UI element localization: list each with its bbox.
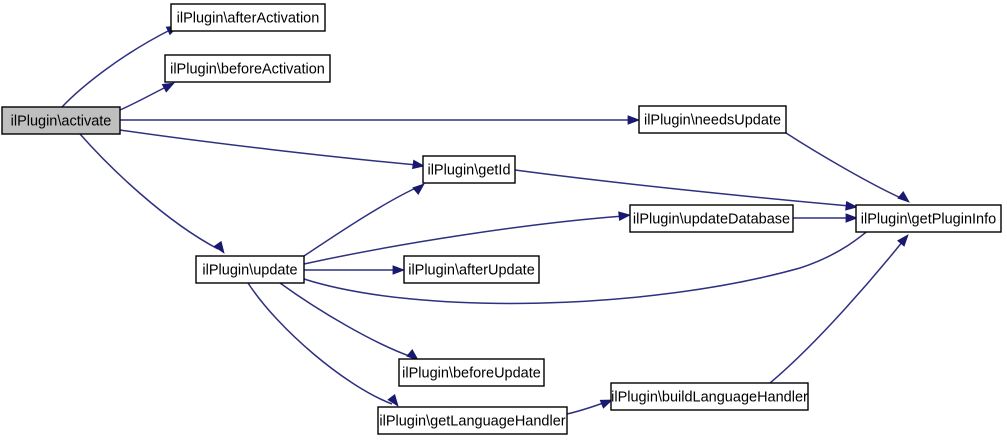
node-box[interactable]	[629, 204, 794, 233]
node-box[interactable]	[170, 3, 326, 32]
node-update[interactable]: ilPlugin\update	[195, 255, 305, 284]
node-label: ilPlugin\getLanguageHandler	[379, 413, 565, 429]
node-box[interactable]	[855, 204, 1002, 233]
arrowhead-icon	[627, 115, 641, 125]
node-beforeActivation[interactable]: ilPlugin\beforeActivation	[164, 54, 331, 83]
node-activate[interactable]: ilPlugin\activate	[1, 106, 121, 135]
arrowhead-icon	[412, 159, 426, 170]
node-afterActivation[interactable]: ilPlugin\afterActivation	[170, 3, 326, 32]
node-label: ilPlugin\needsUpdate	[644, 112, 781, 128]
arrowhead-icon	[213, 240, 225, 254]
edge-activate-to-beforeActivation	[119, 82, 175, 111]
edge-line	[279, 282, 413, 358]
node-label: ilPlugin\getPluginInfo	[861, 211, 996, 227]
node-box[interactable]	[164, 54, 331, 83]
edge-line	[119, 129, 418, 166]
edge-update-to-getId	[303, 183, 425, 257]
arrowhead-icon	[897, 234, 909, 247]
edge-line	[61, 28, 173, 108]
edge-line	[247, 282, 393, 405]
node-box[interactable]	[403, 255, 540, 284]
edge-update-to-afterUpdate	[304, 265, 406, 275]
edge-activate-to-update	[79, 133, 225, 254]
arrowhead-icon	[412, 183, 425, 195]
edge-update-to-beforeUpdate	[279, 282, 419, 361]
edge-line	[514, 169, 851, 207]
edge-line	[303, 215, 625, 265]
edge-line	[303, 223, 877, 305]
node-label: ilPlugin\update	[202, 262, 297, 278]
edge-updateDatabase-to-getPluginInfo	[793, 213, 859, 223]
node-box[interactable]	[638, 105, 787, 134]
nodes-layer: ilPlugin\activate ilPlugin\afterActivatio…	[1, 3, 1002, 435]
node-box[interactable]	[1, 106, 121, 135]
edge-getLanguageHandler-to-buildLanguageHandler	[566, 399, 614, 415]
edge-line	[119, 85, 169, 111]
node-needsUpdate[interactable]: ilPlugin\needsUpdate	[638, 105, 787, 134]
node-label: ilPlugin\getId	[427, 162, 510, 178]
node-getId[interactable]: ilPlugin\getId	[422, 155, 516, 184]
node-getPluginInfo[interactable]: ilPlugin\getPluginInfo	[855, 204, 1002, 233]
edge-buildLanguageHandler-to-getPluginInfo	[769, 234, 909, 384]
arrowhead-icon	[845, 213, 859, 223]
edge-line	[566, 401, 607, 415]
edges-layer	[61, 25, 910, 415]
edge-update-to-updateDatabase	[303, 211, 632, 265]
node-label: ilPlugin\activate	[11, 113, 112, 129]
node-label: ilPlugin\afterUpdate	[408, 262, 535, 278]
edge-line	[303, 186, 419, 257]
edge-getId-to-getPluginInfo	[514, 169, 859, 211]
arrowhead-icon	[406, 349, 419, 361]
node-afterUpdate[interactable]: ilPlugin\afterUpdate	[403, 255, 540, 284]
node-beforeUpdate[interactable]: ilPlugin\beforeUpdate	[398, 358, 545, 387]
edge-line	[785, 132, 904, 200]
edge-update-to-getPluginInfo	[303, 218, 883, 305]
node-label: ilPlugin\updateDatabase	[633, 211, 790, 227]
edge-activate-to-afterActivation	[61, 25, 180, 108]
node-label: ilPlugin\beforeUpdate	[402, 365, 541, 381]
node-label: ilPlugin\beforeActivation	[170, 61, 325, 77]
node-label: ilPlugin\afterActivation	[177, 10, 320, 26]
arrowhead-icon	[392, 265, 406, 275]
arrowhead-icon	[161, 82, 175, 93]
arrowhead-icon	[845, 201, 859, 211]
node-getLanguageHandler[interactable]: ilPlugin\getLanguageHandler	[377, 406, 568, 435]
arrowhead-icon	[897, 191, 910, 203]
edge-line	[79, 133, 219, 250]
node-box[interactable]	[610, 382, 809, 411]
edge-activate-to-getId	[119, 129, 426, 170]
node-box[interactable]	[195, 255, 305, 284]
node-buildLanguageHandler[interactable]: ilPlugin\buildLanguageHandler	[610, 382, 809, 411]
arrowhead-icon	[387, 394, 399, 407]
node-box[interactable]	[422, 155, 516, 184]
arrowhead-icon	[618, 211, 632, 221]
arrowhead-icon	[599, 399, 614, 409]
node-label: ilPlugin\buildLanguageHandler	[611, 389, 808, 405]
node-box[interactable]	[398, 358, 545, 387]
node-updateDatabase[interactable]: ilPlugin\updateDatabase	[629, 204, 794, 233]
edge-activate-to-needsUpdate	[120, 115, 641, 125]
edge-update-to-getLanguageHandler	[247, 282, 399, 407]
edge-needsUpdate-to-getPluginInfo	[785, 132, 910, 203]
node-box[interactable]	[377, 406, 568, 435]
edge-line	[769, 240, 904, 384]
